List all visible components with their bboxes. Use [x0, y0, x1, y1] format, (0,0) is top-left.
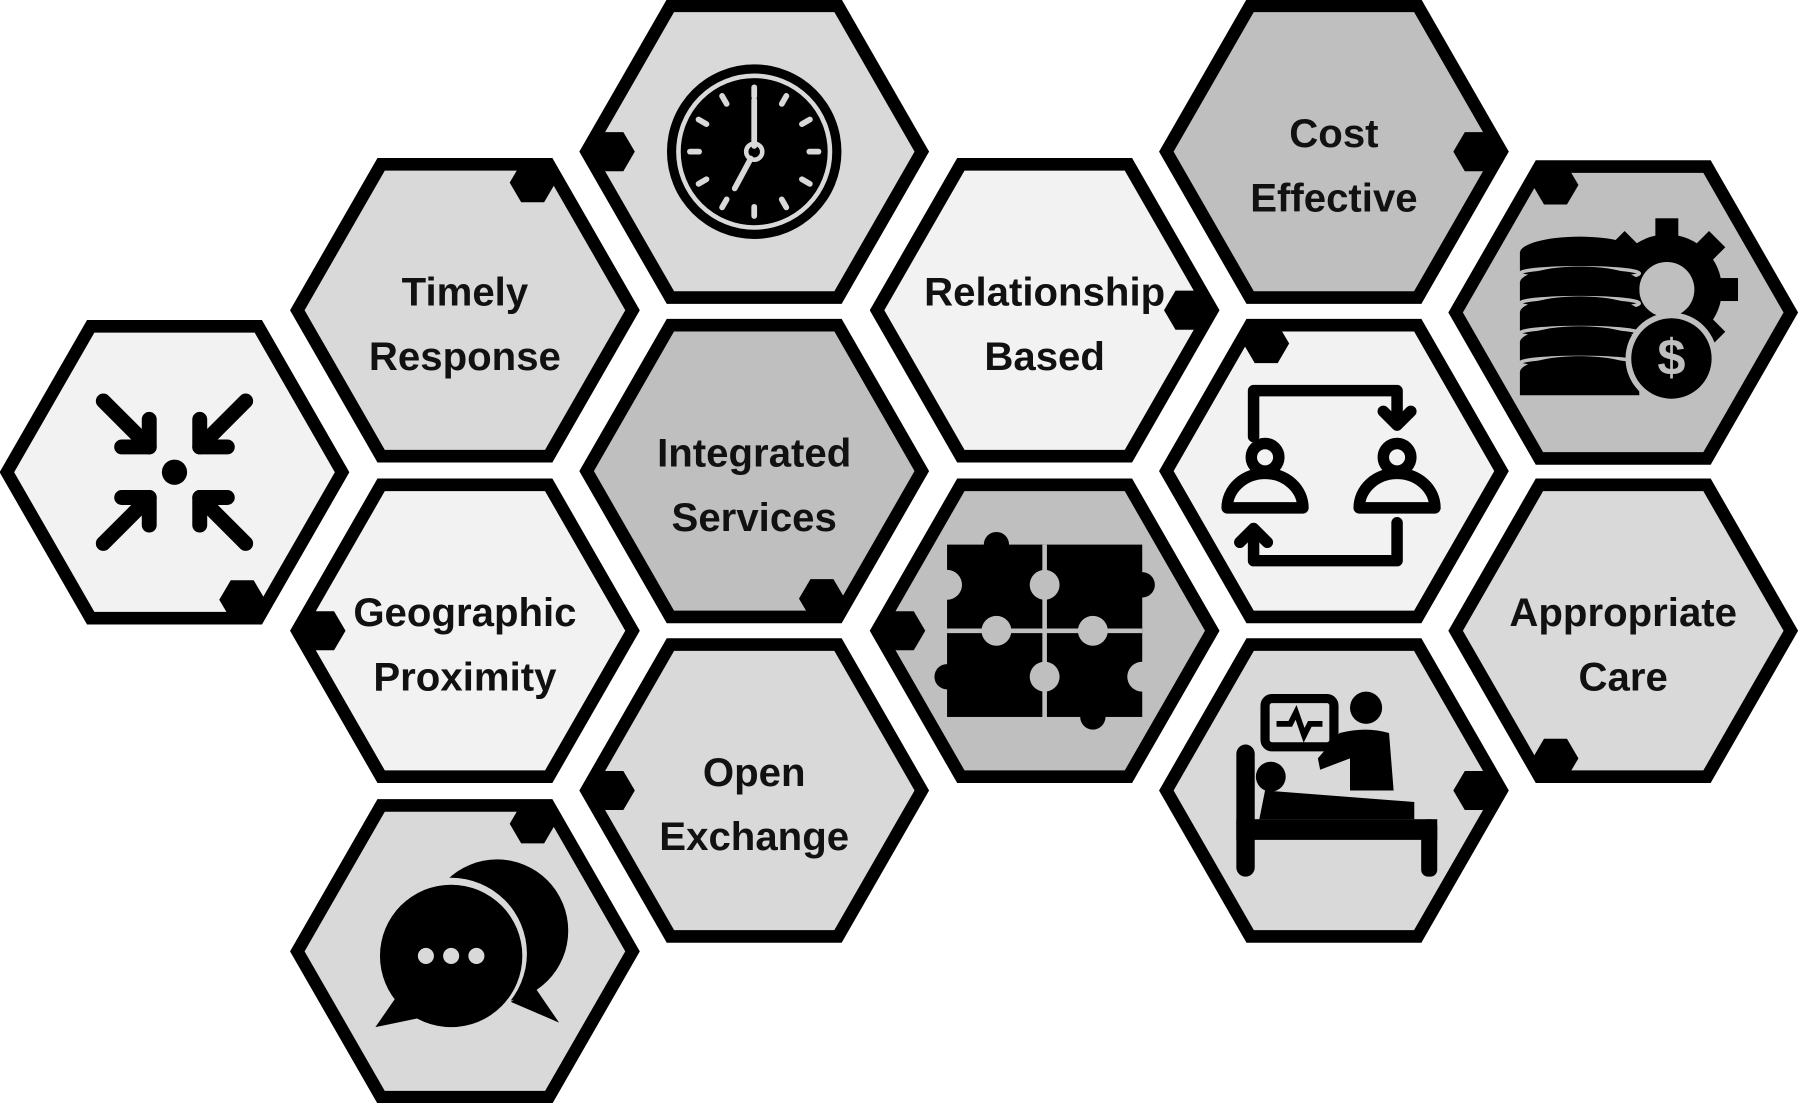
notch-marker	[588, 770, 635, 811]
chat-bubbles-icon	[375, 859, 569, 1030]
notch-marker	[219, 580, 266, 620]
hexagon-puzzle	[869, 478, 1220, 784]
notch-marker	[299, 611, 346, 651]
puzzle-icon	[932, 531, 1158, 730]
hexagon-converge	[0, 319, 350, 625]
hexagon-medical	[1159, 638, 1509, 943]
hexagon-open-label-line: Exchange	[659, 814, 849, 859]
notch-marker	[1453, 132, 1500, 172]
notch-marker	[509, 804, 556, 844]
notch-marker	[1532, 738, 1579, 778]
hexagon-people	[1159, 318, 1509, 624]
database-money-gear-icon: $	[1518, 218, 1739, 405]
notch-marker	[1532, 165, 1579, 205]
hexagon-relationship-label-line: Relationship	[924, 270, 1165, 315]
hexagon-geographic-label-line: Geographic	[353, 590, 576, 635]
notch-marker	[1164, 290, 1210, 330]
hexagon-relationship-label-line: Based	[984, 334, 1105, 379]
hexagon-clock	[579, 0, 930, 304]
hexagon-timely-label-line: Timely	[402, 270, 529, 315]
hexagon-timely-label-line: Response	[369, 334, 561, 379]
hexagon-money: $	[1448, 160, 1799, 465]
converge-arrows-icon	[95, 393, 254, 551]
people-exchange-icon	[1221, 384, 1441, 567]
clock-icon	[666, 64, 842, 239]
hexagon-appropriate-label-line: Appropriate	[1509, 590, 1737, 635]
svg-text:$: $	[1657, 329, 1685, 386]
hexagon-integrated-label-line: Integrated	[657, 430, 851, 475]
hexagon-integrated-label-line: Services	[672, 495, 837, 540]
notch-marker	[1243, 324, 1290, 364]
hexagon-appropriate-label-line: Care	[1579, 655, 1668, 700]
notch-marker	[879, 611, 926, 651]
hexagon-chat	[290, 799, 640, 1103]
hexagon-cost-label-line: Effective	[1250, 175, 1417, 220]
hexagon-open-label-line: Open	[703, 750, 806, 795]
hexagon-cost-label-line: Cost	[1289, 111, 1378, 156]
notch-marker	[1453, 770, 1500, 811]
notch-marker	[798, 579, 845, 619]
hexagon-geographic-label-line: Proximity	[373, 655, 557, 700]
notch-marker	[509, 163, 556, 203]
patient-care-icon	[1236, 691, 1438, 877]
notch-marker	[588, 132, 635, 172]
